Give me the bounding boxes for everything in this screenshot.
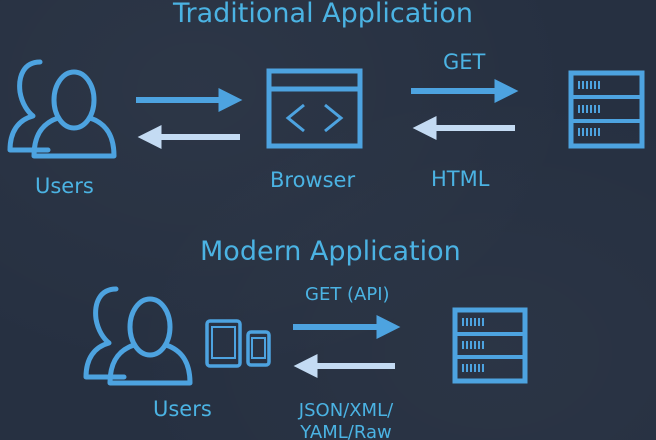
traditional-title: Traditional Application: [173, 0, 474, 29]
browser-frame: [266, 68, 363, 149]
code-window-icon: [266, 68, 363, 149]
response-formats-line1: JSON/XML/: [298, 400, 394, 421]
chevron-right-icon: [324, 103, 344, 133]
modern-server-vent-lines: [462, 318, 484, 372]
modern-users-label: Users: [153, 397, 212, 421]
modern-user-back-figure: [83, 286, 127, 380]
modern-title: Modern Application: [200, 236, 461, 267]
server-rack-icon: [568, 70, 645, 149]
phone-icon: [246, 330, 271, 367]
traditional-users-label: Users: [35, 174, 94, 198]
get-api-label: GET (API): [305, 284, 390, 305]
server-vent-lines: [578, 81, 600, 136]
users-icon: [7, 59, 117, 159]
response-formats-line2: YAML/Raw: [300, 422, 392, 440]
tablet-icon: [205, 319, 242, 368]
modern-user-front-figure: [107, 296, 193, 386]
phone-screen: [251, 337, 266, 359]
user-front-figure: [31, 69, 117, 159]
html-label: HTML: [431, 167, 490, 191]
tablet-phone-icon: [205, 319, 271, 368]
user-back-figure: [7, 59, 51, 153]
browser-label: Browser: [270, 168, 356, 192]
get-label: GET: [443, 50, 486, 74]
response-formats-label: JSON/XML/ YAML/Raw: [296, 400, 396, 440]
tablet-screen: [211, 326, 236, 359]
chevron-left-icon: [285, 103, 305, 133]
modern-server-rack-icon: [452, 307, 528, 384]
modern-users-icon: [83, 286, 193, 386]
